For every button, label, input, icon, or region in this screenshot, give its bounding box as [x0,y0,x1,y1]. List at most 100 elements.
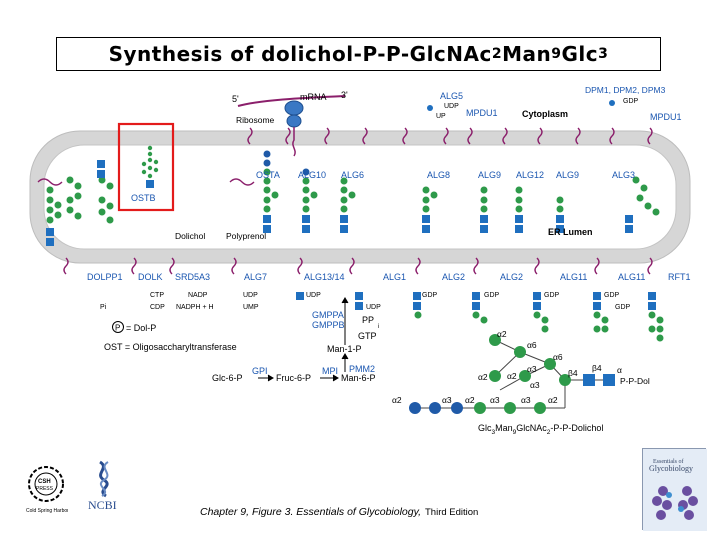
title-glc: Glc [561,42,599,66]
enzyme-alg10: ALG10 [298,170,326,180]
svg-text:Glycobiology: Glycobiology [649,464,693,473]
glycan-a3-4: α3 [490,395,500,405]
enzyme-alg9-b: ALG9 [556,170,579,180]
phosphate-letter: P [115,324,120,333]
fruc6p-label: Fruc-6-P [276,373,311,383]
nadph-label: NADPH + H [176,304,214,311]
glycan-a3-1: α3 [527,364,537,374]
man1p-label: Man-1-P [327,344,362,354]
glc6p-label: Glc-6-P [212,373,243,383]
enzyme-alg7: ALG7 [244,272,267,282]
pp-i-label: i [378,324,379,330]
enzyme-srd5a3: SRD5A3 [175,272,210,282]
mpdu1-top-label: MPDU1 [466,108,498,118]
glycan-b4-2: β4 [592,363,602,373]
legend-ost: OST = Oligosaccharyltransferase [104,342,237,352]
enzyme-alg1: ALG1 [383,272,406,282]
enzyme-alg8: ALG8 [427,170,450,180]
pp-label: PP [362,315,374,325]
udp1-label: UDP [243,292,258,299]
svg-text:CSH: CSH [38,479,51,485]
glycan-a3-5: α3 [442,395,452,405]
phosphate-icon [112,321,124,333]
glcnac-stack-left [46,160,154,246]
enzyme-alg9-a: ALG9 [478,170,501,180]
top-sugar-icons [427,100,615,111]
udp-top-label: UDP [444,103,459,110]
enzyme-alg6: ALG6 [341,170,364,180]
gdp1-label: GDP [422,292,438,299]
ctp-label: CTP [150,292,164,299]
up-top-label: UP [436,113,446,120]
enzyme-alg13-14: ALG13/14 [304,272,345,282]
gpi-label: GPI [252,366,268,376]
mpdu1-right-label: MPDU1 [650,112,682,122]
lumen-glycans [263,150,660,233]
pi-label: Pi [100,304,107,311]
pathway-arrows [258,297,349,382]
dpm-label: DPM1, DPM2, DPM3 [585,85,666,95]
cytoplasm-label: Cytoplasm [522,109,568,119]
ump-label: UMP [243,304,259,311]
title-sub-glc: 3 [598,46,609,62]
caption-main: Chapter 9, Figure 3. Essentials of Glyco… [200,506,421,518]
gdp2-label: GDP [484,292,500,299]
udp2-label: UDP [306,292,321,299]
title-sub-man: 9 [551,46,562,62]
enzyme-alg11-a: ALG11 [560,272,587,282]
gdp-top-label: GDP [623,98,639,105]
glycan-alpha-end: α [617,365,622,375]
er-membrane [29,130,691,264]
cytoplasm-glycans [296,292,664,342]
enzyme-rft1: RFT1 [668,272,691,282]
ncbi-text: NCBI [88,498,117,512]
title-man: Man [502,42,552,66]
enzyme-alg2-a: ALG2 [442,272,465,282]
man6p-label: Man-6-P [341,373,376,383]
title-sub-glcnac: 2 [491,46,503,62]
ribosome-label: Ribosome [236,115,275,125]
caption-edition: Third Edition [425,507,479,518]
enzyme-alg2-b: ALG2 [500,272,523,282]
enzyme-dolk: DOLK [138,272,163,282]
dolichol-label: Dolichol [175,231,205,241]
glycan-a6-1: α6 [527,340,537,350]
ncbi-logo: NCBI [86,458,122,512]
glycan-a2-5: α2 [465,395,475,405]
glycan-formula: Glc3Man9GlcNAc2-P-P-Dolichol [478,423,603,436]
enzyme-dolpp1: DOLPP1 [87,272,123,282]
udp3-label: UDP [366,304,381,311]
gmppb-label: GMPPB [312,320,345,330]
book-cover: Essentials of Glycobiology [642,448,707,531]
mpi-label: MPI [322,366,338,376]
er-lumen-label: ER Lumen [548,227,593,237]
dolichol-squiggles [37,127,653,275]
svg-text:PRESS: PRESS [36,486,54,492]
polyprenol-label: Polyprenol [226,231,266,241]
svg-text:Cold Spring Harbor: Cold Spring Harbor [26,508,68,514]
gtp-label: GTP [358,331,377,341]
alg5-label: ALG5 [440,91,463,101]
figure-caption: Chapter 9, Figure 3. Essentials of Glyco… [200,506,478,518]
glycan-a2-3: α2 [507,371,517,381]
cshl-logo: CSH PRESS Cold Spring Harbor [24,462,68,516]
enzyme-alg3: ALG3 [612,170,635,180]
gmppa-label: GMPPA [312,310,344,320]
gdp3-label: GDP [544,292,560,299]
glycan-a3-2: α3 [530,380,540,390]
nadp-label: NADP [188,292,208,299]
enzyme-osta: OSTA [256,170,280,180]
enzyme-alg11-b: ALG11 [618,272,645,282]
mrna-5-label: 5' [232,94,239,104]
mrna-label: mRNA [300,92,327,102]
ostb-label: OSTB [131,193,156,203]
cdp-label: CDP [150,304,165,311]
legend-dolp: = Dol-P [126,323,156,333]
gdp5-label: GDP [615,304,631,311]
glycan-a2-1: α2 [497,329,507,339]
glycan-a6-2: α6 [553,352,563,362]
glycan-a3-3: α3 [521,395,531,405]
svg-text:Essentials of: Essentials of [653,458,684,465]
